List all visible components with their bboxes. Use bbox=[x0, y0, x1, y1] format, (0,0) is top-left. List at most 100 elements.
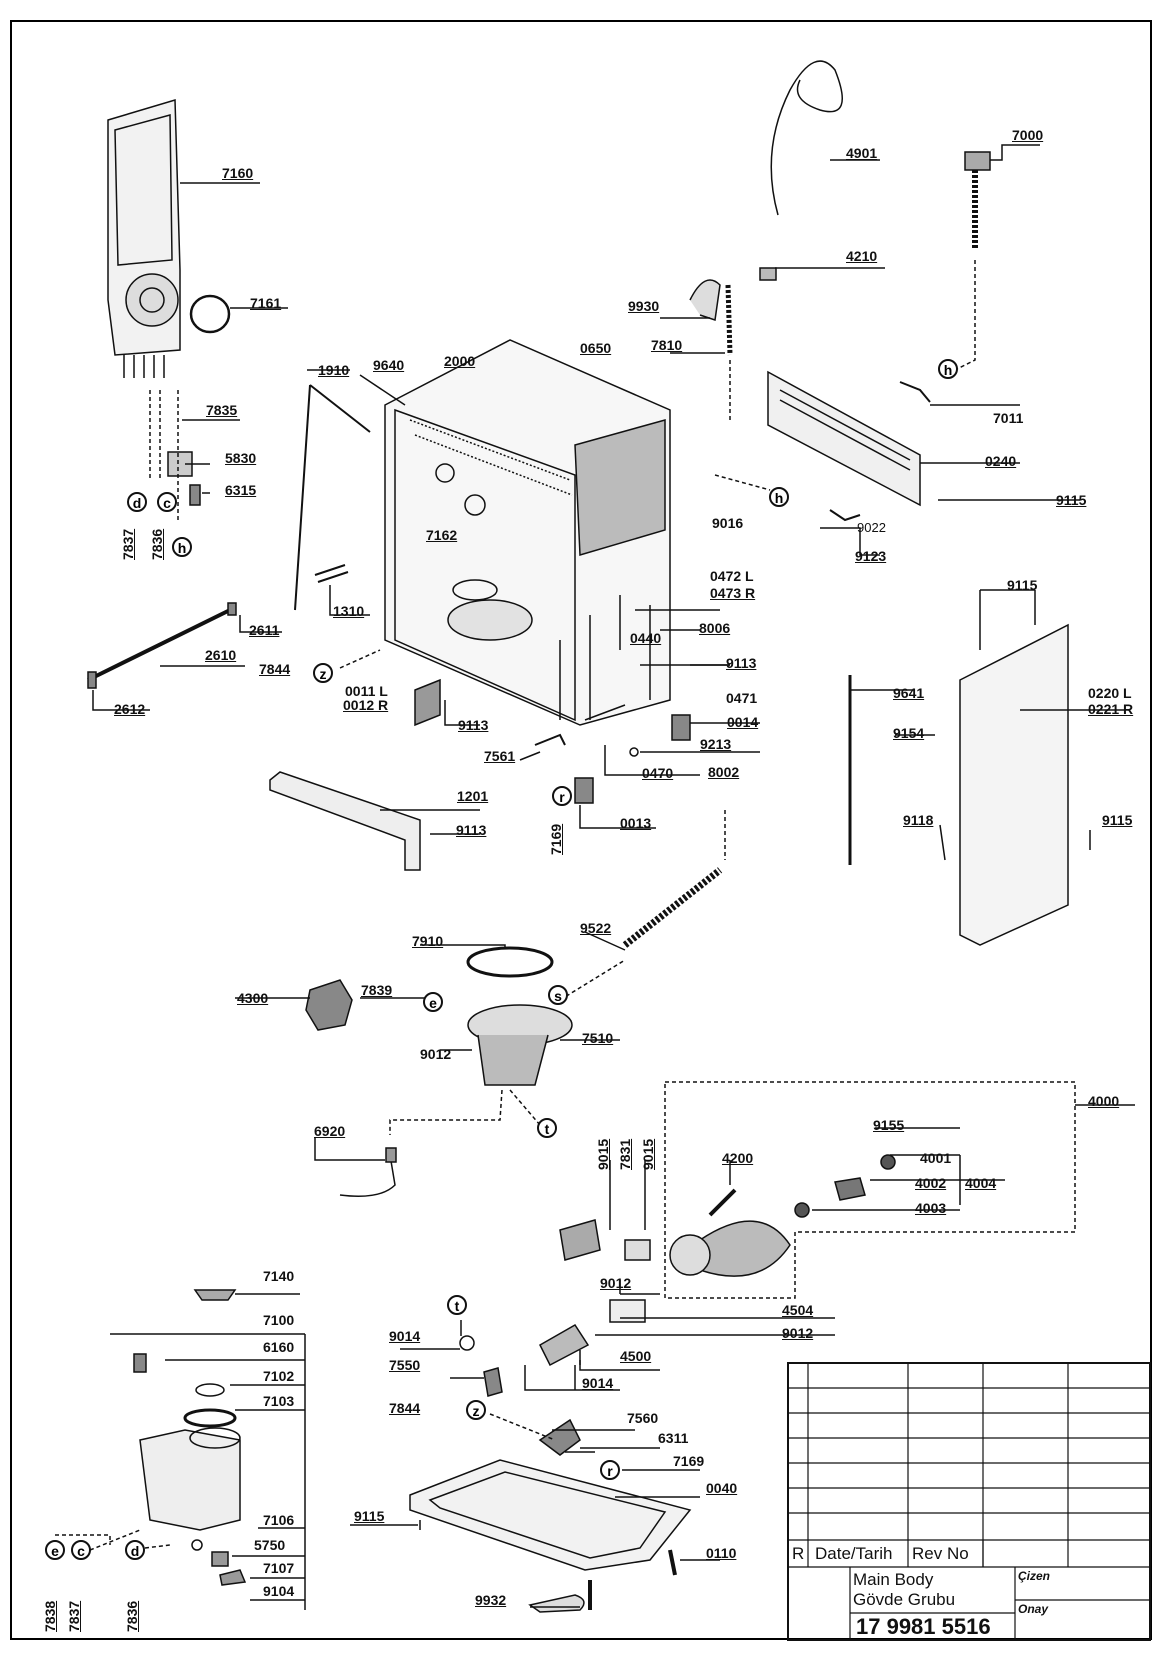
label-8002: 8002 bbox=[708, 764, 740, 780]
part-1201-kickplate bbox=[269, 771, 421, 871]
label-9115: 9115 bbox=[1007, 577, 1038, 593]
part-7561-hinge bbox=[534, 733, 566, 746]
label-0240: 0240 bbox=[985, 453, 1017, 469]
label-6920: 6920 bbox=[314, 1123, 346, 1139]
label-7169: 7169 bbox=[548, 823, 564, 855]
label-4004: 4004 bbox=[965, 1175, 997, 1191]
label-7560: 7560 bbox=[627, 1410, 659, 1426]
part-0014-bracket bbox=[671, 714, 691, 741]
label-7160: 7160 bbox=[222, 165, 254, 181]
label-9118: 9118 bbox=[903, 812, 934, 828]
label-0220-l: 0220 L bbox=[1088, 685, 1132, 701]
label-0470: 0470 bbox=[642, 765, 674, 781]
part-0013-bracket bbox=[574, 777, 594, 804]
part-4504-sleeve bbox=[609, 1299, 646, 1323]
part-6920-sensor bbox=[339, 1154, 396, 1197]
part-4300-pump bbox=[305, 979, 353, 1031]
label-7161: 7161 bbox=[250, 295, 282, 311]
marker-e: e bbox=[423, 992, 443, 1012]
label-0013: 0013 bbox=[620, 815, 652, 831]
label-7107: 7107 bbox=[263, 1560, 295, 1576]
label-7102: 7102 bbox=[263, 1368, 295, 1384]
part-4001-bearing bbox=[880, 1154, 896, 1170]
label-2611: 2611 bbox=[249, 622, 280, 638]
label-7837: 7837 bbox=[120, 528, 136, 560]
label-4002: 4002 bbox=[915, 1175, 947, 1191]
part-6160-part bbox=[133, 1353, 147, 1373]
label-9104: 9104 bbox=[263, 1583, 295, 1599]
part-4504-pump-motor bbox=[699, 1220, 791, 1277]
part-7140-cap bbox=[193, 1289, 237, 1301]
approved-by-label: Onay bbox=[1018, 1602, 1049, 1616]
label-4000: 4000 bbox=[1088, 1093, 1120, 1109]
label-9930: 9930 bbox=[628, 298, 660, 314]
label-1910: 1910 bbox=[318, 362, 350, 378]
title-block-col-r: R bbox=[792, 1544, 805, 1563]
title-block-grid bbox=[787, 1362, 1151, 1641]
label-9154: 9154 bbox=[893, 725, 925, 741]
label-7011: 7011 bbox=[993, 410, 1024, 426]
label-0471: 0471 bbox=[726, 690, 758, 706]
label-5830: 5830 bbox=[225, 450, 257, 466]
label-0221-r: 0221 R bbox=[1088, 701, 1134, 717]
part-7910-seal-ring bbox=[466, 946, 554, 978]
marker-r: r bbox=[600, 1460, 620, 1480]
label-7550: 7550 bbox=[389, 1357, 421, 1373]
label-6315: 6315 bbox=[225, 482, 257, 498]
label-7844: 7844 bbox=[259, 661, 291, 677]
label-9522: 9522 bbox=[580, 920, 612, 936]
label-2000: 2000 bbox=[444, 353, 476, 369]
label-7831: 7831 bbox=[617, 1138, 633, 1170]
part-7160-dial bbox=[125, 273, 179, 327]
label-2612: 2612 bbox=[114, 701, 146, 717]
label-7910: 7910 bbox=[412, 933, 444, 949]
part-0650-insulation bbox=[574, 419, 666, 556]
part-1310-strip bbox=[314, 564, 349, 583]
label-7106: 7106 bbox=[263, 1512, 295, 1528]
label-4003: 4003 bbox=[915, 1200, 947, 1216]
marker-t: t bbox=[537, 1118, 557, 1138]
part-0240-rear-panel bbox=[767, 370, 921, 507]
label-9115: 9115 bbox=[1056, 492, 1087, 508]
label-9113: 9113 bbox=[456, 822, 487, 838]
part-9522-hose bbox=[622, 867, 723, 948]
label-7000: 7000 bbox=[1012, 127, 1044, 143]
part-9932-bracket bbox=[528, 1594, 585, 1613]
label-0014: 0014 bbox=[727, 714, 759, 730]
marker-c: c bbox=[71, 1540, 91, 1560]
label-4200: 4200 bbox=[722, 1150, 754, 1166]
label-4210: 4210 bbox=[846, 248, 878, 264]
marker-d: d bbox=[125, 1540, 145, 1560]
label-6311: 6311 bbox=[658, 1430, 689, 1446]
part-7810-spring bbox=[725, 284, 733, 356]
label-0011-l: 0011 L bbox=[345, 683, 388, 699]
drawing-title-tr: Gövde Grubu bbox=[853, 1590, 956, 1609]
label-9012: 9012 bbox=[782, 1325, 814, 1341]
label-4500: 4500 bbox=[620, 1348, 652, 1364]
label-2610: 2610 bbox=[205, 647, 237, 663]
label-7835: 7835 bbox=[206, 402, 238, 418]
label-9022: 9022 bbox=[857, 520, 886, 535]
label-7510: 7510 bbox=[582, 1030, 614, 1046]
label-7100: 7100 bbox=[263, 1312, 295, 1328]
marker-s: s bbox=[548, 985, 568, 1005]
part-7011-clip bbox=[899, 381, 931, 403]
part-4500-pipe bbox=[539, 1323, 590, 1367]
label-7103: 7103 bbox=[263, 1393, 295, 1409]
label-9014: 9014 bbox=[389, 1328, 421, 1344]
part-7100-softener bbox=[139, 1429, 241, 1531]
label-4504: 4504 bbox=[782, 1302, 814, 1318]
part-4002-seal bbox=[834, 1177, 866, 1201]
marker-h: h bbox=[938, 359, 958, 379]
label-7162: 7162 bbox=[426, 527, 458, 543]
marker-t: t bbox=[447, 1295, 467, 1315]
part-4003-bearing bbox=[794, 1202, 810, 1218]
label-7561: 7561 bbox=[484, 748, 516, 764]
label-7844: 7844 bbox=[389, 1400, 421, 1416]
part-number: 17 9981 5516 bbox=[856, 1614, 991, 1639]
label-7810: 7810 bbox=[651, 337, 683, 353]
part-0110-clip bbox=[668, 1549, 677, 1576]
title-block-col-rev: Rev No bbox=[912, 1544, 969, 1563]
label-9015: 9015 bbox=[595, 1138, 611, 1170]
part-0220-side-panel bbox=[959, 623, 1069, 946]
